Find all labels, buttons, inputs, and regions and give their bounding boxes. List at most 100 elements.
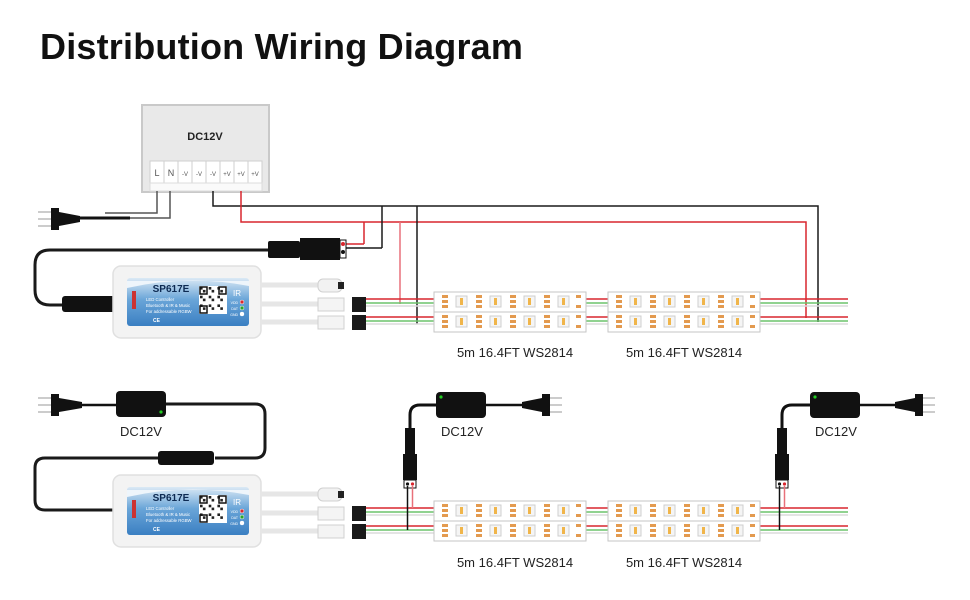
pin-indicator-icon: [239, 311, 245, 317]
resistor-icon: [684, 295, 690, 298]
terminal-label: +V: [251, 172, 259, 178]
resistor-icon: [476, 315, 482, 318]
ce-mark-icon: CE: [153, 318, 161, 324]
strip-label: 5m 16.4FT WS2814: [457, 345, 573, 360]
resistor-icon: [718, 524, 724, 527]
pin-label: DAT: [231, 516, 239, 520]
mains-plug-icon: [522, 398, 542, 412]
controller-text: LED Controller: [146, 506, 175, 511]
pin-label: VDD: [231, 301, 239, 305]
power-injection-adapter: [775, 392, 935, 530]
terminal-label: +V: [223, 172, 231, 178]
ir-label: IR: [233, 498, 241, 507]
strip-label: 5m 16.4FT WS2814: [626, 345, 742, 360]
pin-indicator-icon: [239, 520, 245, 526]
power-adapter-body: [810, 392, 860, 418]
resistor-icon: [510, 315, 516, 318]
adapter-label: DC12V: [120, 424, 162, 439]
resistor-icon: [544, 315, 550, 318]
resistor-icon: [650, 295, 656, 298]
connector-icon: [352, 297, 366, 312]
pin-indicator-icon: [239, 508, 245, 514]
dc-cable: [33, 238, 347, 312]
pin-label: GND: [230, 522, 238, 526]
connector-icon: [352, 524, 366, 539]
resistor-icon: [718, 315, 724, 318]
resistor-icon: [650, 504, 656, 507]
power-adapter: [116, 391, 166, 417]
resistor-icon: [442, 315, 448, 318]
dc-plug-icon: [268, 241, 300, 258]
mains-wires: [75, 191, 171, 220]
controller-text: For addressable RGBW: [146, 309, 193, 314]
resistor-icon: [442, 504, 448, 507]
mains-plug-icon: [38, 208, 80, 230]
resistor-icon: [476, 504, 482, 507]
pin-indicator-icon: [239, 299, 245, 305]
controller-output-cables: [260, 278, 366, 330]
strip-label: 5m 16.4FT WS2814: [626, 555, 742, 570]
pin-label: VDD: [231, 510, 239, 514]
controller-text: For addressable RGBW: [146, 518, 193, 523]
resistor-icon: [616, 524, 622, 527]
pin-label: DAT: [231, 307, 239, 311]
dc-jack-icon: [775, 454, 789, 480]
resistor-icon: [544, 295, 550, 298]
resistor-icon: [684, 315, 690, 318]
dc-jack-icon: [300, 238, 340, 260]
led-strips-top: [433, 291, 761, 333]
dc-connector-icon: [158, 451, 214, 465]
plug-diagram-icon: [132, 291, 136, 309]
power-led-icon: [439, 395, 443, 399]
resistor-icon: [476, 295, 482, 298]
terminal-label: L: [154, 168, 159, 178]
terminal-label: -V: [182, 172, 188, 178]
resistor-icon: [616, 504, 622, 507]
resistor-icon: [684, 524, 690, 527]
resistor-icon: [476, 524, 482, 527]
dc-plug-icon: [777, 428, 787, 454]
terminal-label: N: [168, 168, 175, 178]
power-injection-adapter: [403, 392, 562, 530]
resistor-icon: [616, 295, 622, 298]
resistor-icon: [544, 504, 550, 507]
psu-output-wires: [212, 191, 819, 324]
dc-jack-icon: [403, 454, 417, 480]
power-led-icon: [813, 395, 817, 399]
controller-model: SP617E: [153, 493, 190, 504]
power-supply-label: DC12V: [187, 131, 223, 143]
ir-label: IR: [233, 289, 241, 298]
pin-indicator-icon: [239, 305, 245, 311]
pin-indicator-icon: [239, 514, 245, 520]
resistor-icon: [650, 315, 656, 318]
strip-label: 5m 16.4FT WS2814: [457, 555, 573, 570]
diagram-title: Distribution Wiring Diagram: [40, 26, 524, 67]
mains-plug-icon: [895, 398, 915, 412]
terminal-label: +V: [237, 172, 245, 178]
resistor-icon: [510, 504, 516, 507]
pin-label: GND: [230, 313, 238, 317]
controller-text: LED Controller: [146, 297, 175, 302]
resistor-icon: [718, 295, 724, 298]
adapter-label: DC12V: [441, 424, 483, 439]
resistor-icon: [616, 315, 622, 318]
resistor-icon: [442, 295, 448, 298]
controller-output-cables: [260, 487, 366, 539]
terminal-label: -V: [210, 172, 216, 178]
connector-icon: [352, 506, 366, 521]
ce-mark-icon: CE: [153, 527, 161, 533]
adapter-label: DC12V: [815, 424, 857, 439]
controller-text: Bluetooth & IR & Music: [146, 303, 191, 308]
controller-text: Bluetooth & IR & Music: [146, 512, 191, 517]
terminal-label: -V: [196, 172, 202, 178]
dc-plug-icon: [405, 428, 415, 454]
controller-model: SP617E: [153, 284, 190, 295]
mains-plug-icon: [38, 394, 118, 416]
resistor-icon: [650, 524, 656, 527]
resistor-icon: [442, 524, 448, 527]
